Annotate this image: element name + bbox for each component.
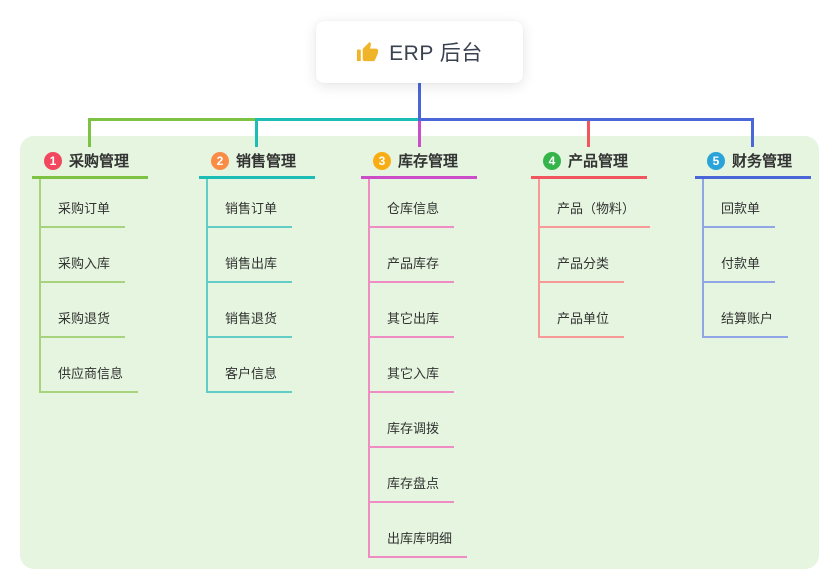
branch-inventory-label: 库存管理 — [398, 153, 459, 170]
child-node[interactable]: 采购退货 — [41, 283, 138, 338]
child-node[interactable]: 销售订单 — [208, 179, 293, 228]
connector-drop-teal — [255, 118, 258, 147]
child-node[interactable]: 供应商信息 — [41, 338, 139, 393]
child-node[interactable]: 付款单 — [704, 228, 788, 283]
connector-drop-blue — [751, 118, 754, 147]
branch-purchase-header[interactable]: 1 采购管理 — [32, 148, 148, 179]
branch-sales-header[interactable]: 2 销售管理 — [199, 148, 315, 179]
connector-drop-red — [587, 121, 590, 147]
connector-drop-green — [88, 118, 91, 147]
connector-bus-teal — [255, 118, 421, 121]
badge-1: 1 — [44, 151, 62, 170]
branch-sales: 2 销售管理 销售订单 销售出库 销售退货 客户信息 — [199, 148, 315, 393]
child-node[interactable]: 结算账户 — [704, 283, 789, 338]
branch-purchase-children: 采购订单 采购入库 采购退货 供应商信息 — [39, 179, 139, 393]
branch-sales-label: 销售管理 — [236, 153, 297, 170]
branch-sales-children: 销售订单 销售出库 销售退货 客户信息 — [206, 179, 293, 393]
connector-bus-green — [88, 118, 421, 121]
child-node[interactable]: 库存盘点 — [370, 448, 467, 503]
connector-drop-magenta — [418, 121, 421, 147]
connector-trunk — [418, 83, 421, 118]
branch-purchase: 1 采购管理 采购订单 采购入库 采购退货 供应商信息 — [32, 148, 148, 393]
branch-product-children: 产品（物料） 产品分类 产品单位 — [538, 179, 651, 338]
child-node[interactable]: 销售退货 — [208, 283, 293, 338]
badge-4: 4 — [543, 151, 561, 170]
child-node[interactable]: 产品单位 — [540, 283, 650, 338]
mindmap-panel — [20, 136, 819, 569]
child-node[interactable]: 采购入库 — [41, 228, 138, 283]
child-node[interactable]: 产品（物料） — [540, 179, 651, 228]
branch-product-label: 产品管理 — [568, 153, 629, 170]
badge-2: 2 — [211, 151, 229, 170]
branch-product-header[interactable]: 4 产品管理 — [531, 148, 647, 179]
branch-inventory-children: 仓库信息 产品库存 其它出库 其它入库 库存调拨 库存盘点 出库库明细 — [368, 179, 468, 558]
child-node[interactable]: 采购订单 — [41, 179, 138, 228]
child-node[interactable]: 其它出库 — [370, 283, 467, 338]
branch-finance-children: 回款单 付款单 结算账户 — [702, 179, 789, 338]
child-node[interactable]: 仓库信息 — [370, 179, 467, 228]
branch-finance: 5 财务管理 回款单 付款单 结算账户 — [695, 148, 811, 338]
branch-inventory-header[interactable]: 3 库存管理 — [361, 148, 477, 179]
branch-product: 4 产品管理 产品（物料） 产品分类 产品单位 — [531, 148, 651, 338]
thumbs-up-icon — [356, 41, 379, 64]
child-node[interactable]: 产品分类 — [540, 228, 650, 283]
child-node[interactable]: 库存调拨 — [370, 393, 467, 448]
branch-purchase-label: 采购管理 — [69, 153, 130, 170]
branch-finance-header[interactable]: 5 财务管理 — [695, 148, 811, 179]
branch-inventory: 3 库存管理 仓库信息 产品库存 其它出库 其它入库 库存调拨 库存盘点 出库库… — [361, 148, 477, 558]
badge-5: 5 — [707, 151, 725, 170]
child-node[interactable]: 销售出库 — [208, 228, 293, 283]
branch-finance-label: 财务管理 — [732, 153, 793, 170]
child-node[interactable]: 产品库存 — [370, 228, 467, 283]
root-label: ERP 后台 — [389, 42, 483, 65]
child-node[interactable]: 出库库明细 — [370, 503, 468, 558]
connector-bus-blue — [418, 118, 754, 121]
child-node[interactable]: 客户信息 — [208, 338, 293, 393]
child-node[interactable]: 回款单 — [704, 179, 788, 228]
badge-3: 3 — [373, 151, 391, 170]
child-node[interactable]: 其它入库 — [370, 338, 467, 393]
root-node-erp[interactable]: ERP 后台 — [316, 21, 523, 83]
